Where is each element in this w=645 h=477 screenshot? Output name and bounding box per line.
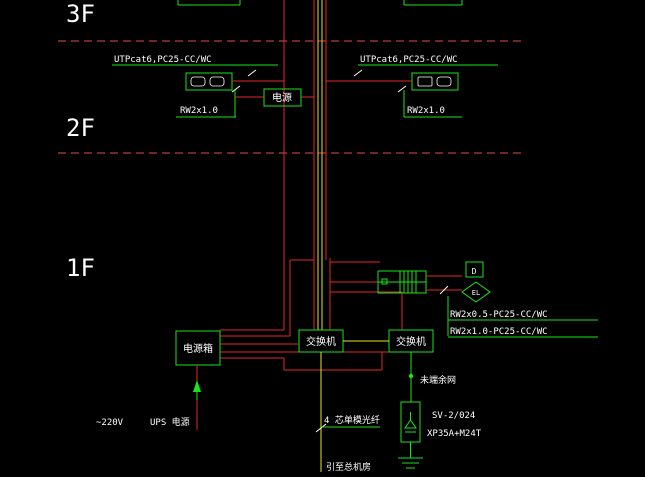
floor2-cable-label-left: UTPcat6,PC25-CC/WC — [114, 55, 212, 65]
floor1-ups-label: UPS 电源 — [150, 416, 190, 428]
floor1-switch-b-label: 交换机 — [396, 335, 426, 348]
floor-label-3f: 3F — [66, 0, 95, 28]
floor1-power-cabinet-label: 电源箱 — [183, 342, 213, 355]
floor1-fiber-label: 4 芯单模光纤 — [324, 414, 380, 426]
floor1-cable-xp-label: XP35A+M24T — [427, 429, 482, 439]
floor2-outlet-right-tick-b — [397, 85, 407, 93]
floor2-outlet-left-tick-a — [247, 69, 257, 77]
floor1-power-cabinet — [175, 330, 221, 366]
floor1-detector-box — [465, 261, 484, 278]
floor1-ups-feed-arrow — [193, 380, 201, 392]
floor1-voltage-label: ~220V — [96, 418, 124, 428]
floor2-wire-label-right: RW2x1.0 — [407, 106, 445, 116]
floor1-fiber-tick — [315, 423, 327, 433]
floor2-cable-label-right: UTPcat6,PC25-CC/WC — [360, 55, 458, 65]
floor3-device-right-stub — [403, 0, 463, 6]
floor1-terminal-block — [377, 270, 427, 294]
floor1-cable-label-rw10: RW2x1.0-PC25-CC/WC — [450, 327, 548, 337]
floor1-cable-label-rw05: RW2x0.5-PC25-CC/WC — [450, 310, 548, 320]
floor1-ground-bar-label: 未端余网 — [420, 374, 456, 386]
floor1-terminal-tick — [439, 285, 449, 295]
floor1-emergency-light-diamond — [461, 281, 491, 303]
floor1-switch-b-node — [408, 373, 414, 379]
floor2-outlet-left — [185, 72, 233, 91]
floor1-surge-protector — [400, 401, 421, 443]
floor2-outlet-left-tick-b — [231, 85, 241, 93]
floor-label-1f: 1F — [66, 254, 95, 282]
floor2-outlet-right-tick-a — [353, 69, 363, 77]
floor3-device-left-stub — [177, 0, 241, 6]
floor1-detector-icon: D — [472, 267, 477, 276]
ground-icon — [398, 442, 423, 469]
floor2-outlet-right — [411, 72, 459, 91]
floor1-cable-sv-label: SV-2/024 — [432, 411, 475, 421]
floor2-wire-label-left: RW2x1.0 — [180, 106, 218, 116]
floor-label-2f: 2F — [66, 114, 95, 142]
floor1-to-main-label: 引至总机房 — [326, 461, 371, 472]
floor1-emergency-light-label: EL — [472, 289, 480, 297]
floor1-switch-a-label: 交换机 — [306, 335, 336, 348]
floor2-power-box-label: 电源 — [272, 91, 292, 104]
